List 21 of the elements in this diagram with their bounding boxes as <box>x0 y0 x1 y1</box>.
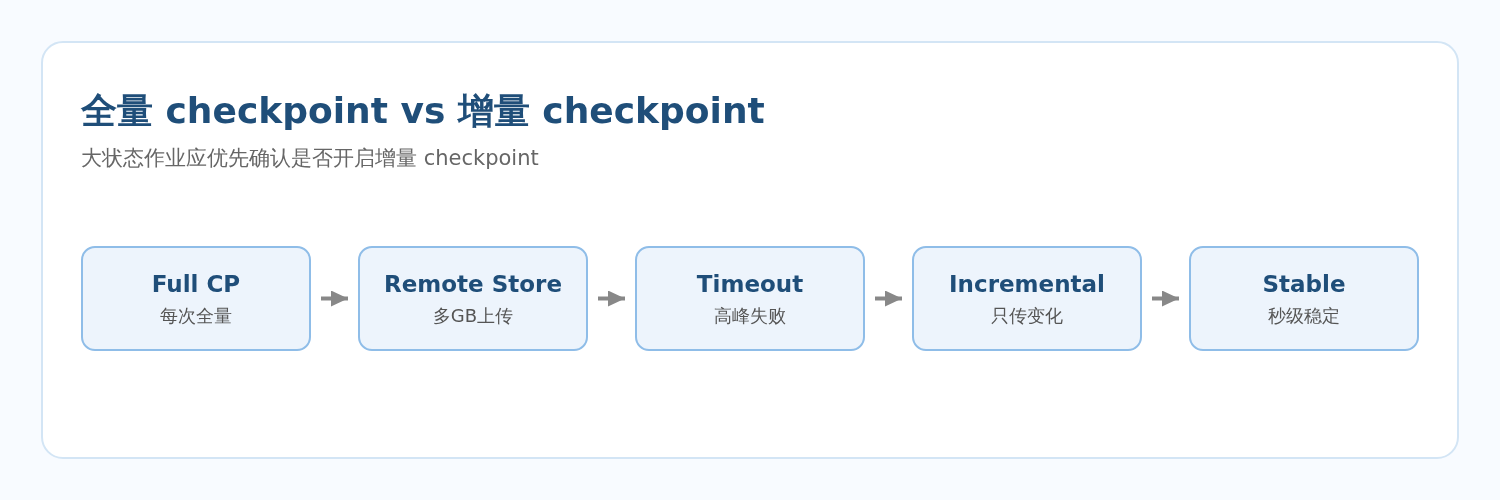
box-title: Timeout <box>696 269 804 298</box>
arrow <box>598 290 625 307</box>
process-box <box>635 246 865 351</box>
arrow <box>875 290 902 307</box>
box-title: Stable <box>1262 269 1346 298</box>
process-box <box>81 246 311 351</box>
box-subtitle: 多GB上传 <box>432 303 514 328</box>
process-box <box>358 246 588 351</box>
box-subtitle: 高峰失败 <box>714 303 786 328</box>
diagram-title: 全量 checkpoint vs 增量 checkpoint <box>81 89 765 133</box>
arrow <box>1152 290 1179 307</box>
box-subtitle: 秒级稳定 <box>1268 303 1340 328</box>
subtitle: 大状态作业应优先确认是否开启增量 checkpoint <box>81 145 539 172</box>
box-subtitle: 只传变化 <box>991 303 1063 328</box>
process-box <box>912 246 1142 351</box>
box-title: Incremental <box>949 269 1105 298</box>
arrow <box>321 290 348 307</box>
box-subtitle: 每次全量 <box>160 303 232 328</box>
box-title: Full CP <box>151 269 241 298</box>
box-title: Remote Store <box>384 269 562 298</box>
process-box <box>1189 246 1419 351</box>
